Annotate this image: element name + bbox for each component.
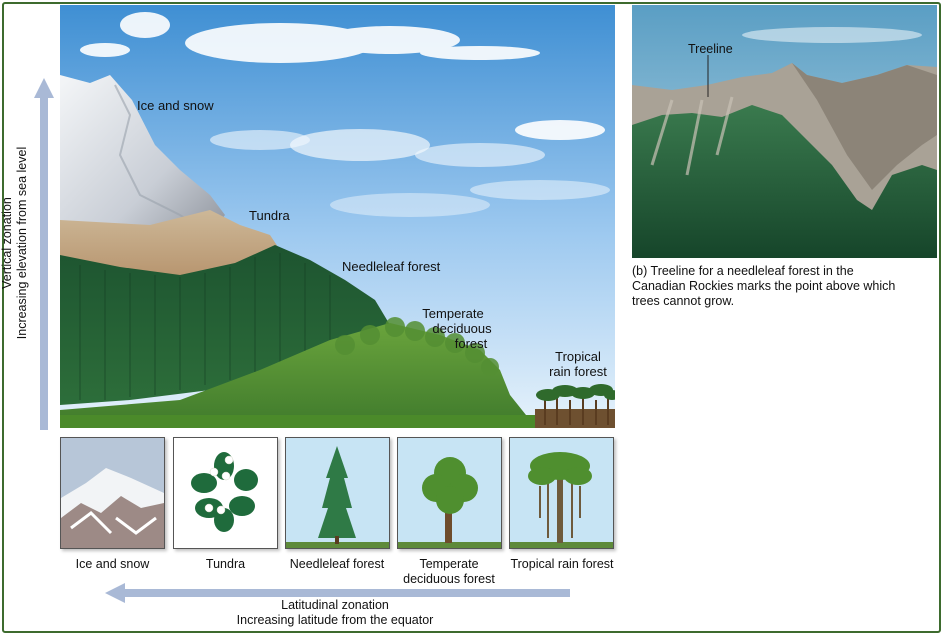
thumbnail-needleleaf-forest xyxy=(285,437,390,549)
thumbnail-temperate-deciduous-forest xyxy=(397,437,502,549)
deciduous-forest-slope xyxy=(60,323,540,428)
treeline-label: Treeline xyxy=(688,42,733,56)
caption-line: Ice and snow xyxy=(75,557,150,571)
treeline-photo xyxy=(632,5,937,258)
caption-line: trees cannot grow. xyxy=(632,294,735,308)
horizontal-axis-label: Latitudinal zonation Increasing latitude… xyxy=(200,598,470,628)
label-needleleaf-forest: Needleleaf forest xyxy=(342,259,441,274)
caption-line: Needleleaf forest xyxy=(289,557,385,571)
caption-line: deciduous forest xyxy=(403,572,495,586)
label-line: rain forest xyxy=(549,364,607,379)
thumbnail-ice-and-snow xyxy=(60,437,165,549)
caption-line: Temperate xyxy=(419,557,479,571)
thumb-caption-tropical-rain-forest: Tropical rain forest xyxy=(502,557,622,572)
thumb-caption-needleleaf-forest: Needleleaf forest xyxy=(278,557,396,572)
label-tundra: Tundra xyxy=(249,208,290,223)
thumbnail-tropical-rain-forest xyxy=(509,437,614,549)
label-line: deciduous xyxy=(432,321,492,336)
vertical-axis-label: Vertical zonation Increasing elevation f… xyxy=(0,123,30,363)
vertical-axis-line1: Vertical zonation xyxy=(0,197,14,289)
label-line: Tropical xyxy=(555,349,601,364)
caption-line: Tundra xyxy=(205,557,246,571)
vertical-axis-line2: Increasing elevation from sea level xyxy=(15,146,29,340)
label-temperate-deciduous-forest: Temperate deciduous forest xyxy=(403,306,503,351)
horizontal-axis-line2: Increasing latitude from the equator xyxy=(236,613,434,627)
thumb-caption-tundra: Tundra xyxy=(173,557,278,572)
snow-peak xyxy=(60,75,225,245)
caption-line: (b) Treeline for a needleleaf forest in … xyxy=(632,264,854,278)
label-tropical-rain-forest: Tropical rain forest xyxy=(543,349,613,379)
label-ice-and-snow: Ice and snow xyxy=(137,98,214,113)
caption-line: Tropical rain forest xyxy=(510,557,614,571)
label-line: Temperate xyxy=(422,306,484,321)
thumb-caption-ice-and-snow: Ice and snow xyxy=(60,557,165,572)
tropical-trees xyxy=(535,384,615,428)
caption-line: Canadian Rockies marks the point above w… xyxy=(632,279,896,293)
label-line: forest xyxy=(454,336,488,351)
horizontal-axis-line1: Latitudinal zonation xyxy=(281,598,389,612)
photo-caption: (b) Treeline for a needleleaf forest in … xyxy=(632,264,895,309)
thumb-caption-temperate-deciduous-forest: Temperate deciduous forest xyxy=(393,557,505,587)
vertical-arrow xyxy=(34,78,54,430)
ground xyxy=(60,415,550,428)
clouds xyxy=(80,12,610,217)
horizontal-arrow xyxy=(105,583,570,603)
thumbnail-tundra xyxy=(173,437,278,549)
landscape-illustration xyxy=(60,5,615,428)
